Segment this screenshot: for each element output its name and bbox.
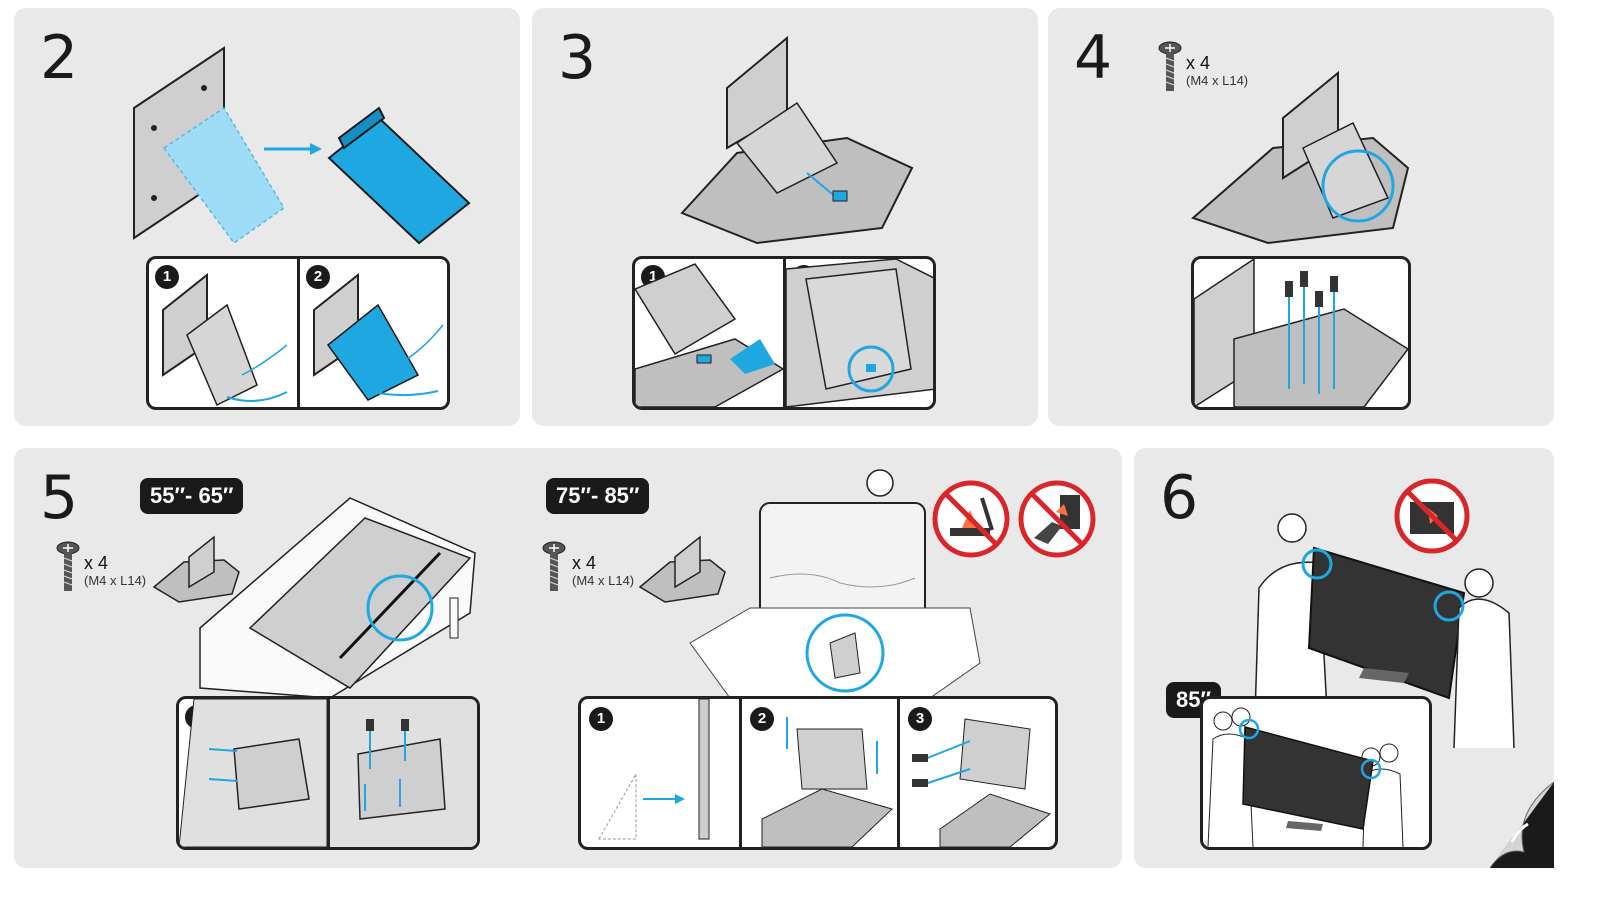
step-2-sub-2: 2 xyxy=(297,259,447,407)
slide-neck-illustration xyxy=(635,263,785,407)
badge-1: 1 xyxy=(155,265,179,289)
no-touch-screen-icon xyxy=(1394,478,1470,554)
attach-cover-illustration xyxy=(313,272,444,401)
two-people-lifting-tv-illustration xyxy=(1253,513,1515,749)
screw-neck-illustration xyxy=(912,718,1052,847)
badge-1: 1 xyxy=(589,707,613,731)
step-2-panel: 2 1 2 xyxy=(14,8,520,426)
tv-edge-illustration xyxy=(598,699,710,840)
screw-insertion-illustration xyxy=(1194,259,1408,407)
screw-qty: x 4 xyxy=(572,553,597,573)
step-5b-inset: 1 2 3 xyxy=(578,696,1058,850)
step-3-sub-2: 2 xyxy=(783,259,933,407)
step-number: 3 xyxy=(558,23,597,93)
step-5-panel: 5 55″- 65″ x 4 (M4 x L14) 1 xyxy=(14,448,1122,868)
remove-cover-illustration xyxy=(162,272,288,407)
page-curl-icon xyxy=(1489,781,1555,869)
attach-neck-illustration xyxy=(179,699,328,847)
step-5b-sub-1: 1 xyxy=(581,699,739,847)
stand-mini-illustration xyxy=(152,535,240,603)
step-6-inset xyxy=(1200,696,1432,850)
stand-base-illustration xyxy=(680,35,914,245)
four-people-lifting-tv-illustration xyxy=(1207,707,1404,847)
screw-spec: (M4 x L14) xyxy=(572,573,635,588)
screw-qty: x 4 xyxy=(1186,53,1211,73)
tv-in-box-illustration xyxy=(689,469,981,699)
step-4-inset xyxy=(1191,256,1411,410)
step-3-inset: 1 2 xyxy=(632,256,936,410)
screw-qty: x 4 xyxy=(84,553,109,573)
screw-spec: (M4 x L14) xyxy=(1186,73,1249,88)
no-press-screen-icon xyxy=(932,480,1010,558)
step-3-sub-1: 1 xyxy=(635,259,785,407)
step-2-sub-1: 1 xyxy=(149,259,297,407)
step-number: 6 xyxy=(1160,463,1199,533)
no-pinch-hand-icon xyxy=(1018,480,1096,558)
screw-icon xyxy=(56,541,80,591)
step-6-panel: 6 85″ xyxy=(1134,448,1555,869)
step-5b-sub-3: 3 xyxy=(897,699,1055,847)
stand-mini-illustration xyxy=(638,535,726,603)
stand-neck-cover-illustration xyxy=(133,46,471,245)
size-55-65-badge: 55″- 65″ xyxy=(140,478,244,514)
badge-3: 3 xyxy=(908,707,932,731)
stand-assembled-illustration xyxy=(1191,70,1410,245)
screw-spec: (M4 x L14) xyxy=(84,573,147,588)
step-number: 5 xyxy=(40,463,79,533)
screw-icon xyxy=(542,541,566,591)
screw-label: x 4 (M4 x L14) xyxy=(572,554,634,587)
step-4-panel: 4 x 4 (M4 x L14) xyxy=(1048,8,1554,426)
lift-neck-illustration xyxy=(761,717,893,847)
step-number: 4 xyxy=(1074,23,1113,93)
latch-detail-illustration xyxy=(785,259,933,407)
size-75-85-badge: 75″- 85″ xyxy=(546,478,650,514)
step-5a-inset: 1 2 xyxy=(176,696,480,850)
step-5b-sub-2: 2 xyxy=(739,699,900,847)
badge-2: 2 xyxy=(306,265,330,289)
tv-on-table-illustration xyxy=(199,497,476,699)
step-5a-sub-2: 2 xyxy=(327,699,477,847)
screw-label: x 4 (M4 x L14) xyxy=(1186,54,1248,87)
step-3-panel: 3 1 2 xyxy=(532,8,1038,426)
screw-icon xyxy=(1158,41,1182,91)
step-5a-sub-1: 1 xyxy=(179,699,328,847)
step-number: 2 xyxy=(40,23,79,93)
screw-label: x 4 (M4 x L14) xyxy=(84,554,146,587)
fasten-neck-illustration xyxy=(330,699,477,847)
badge-2: 2 xyxy=(750,707,774,731)
step-2-inset: 1 2 xyxy=(146,256,450,410)
